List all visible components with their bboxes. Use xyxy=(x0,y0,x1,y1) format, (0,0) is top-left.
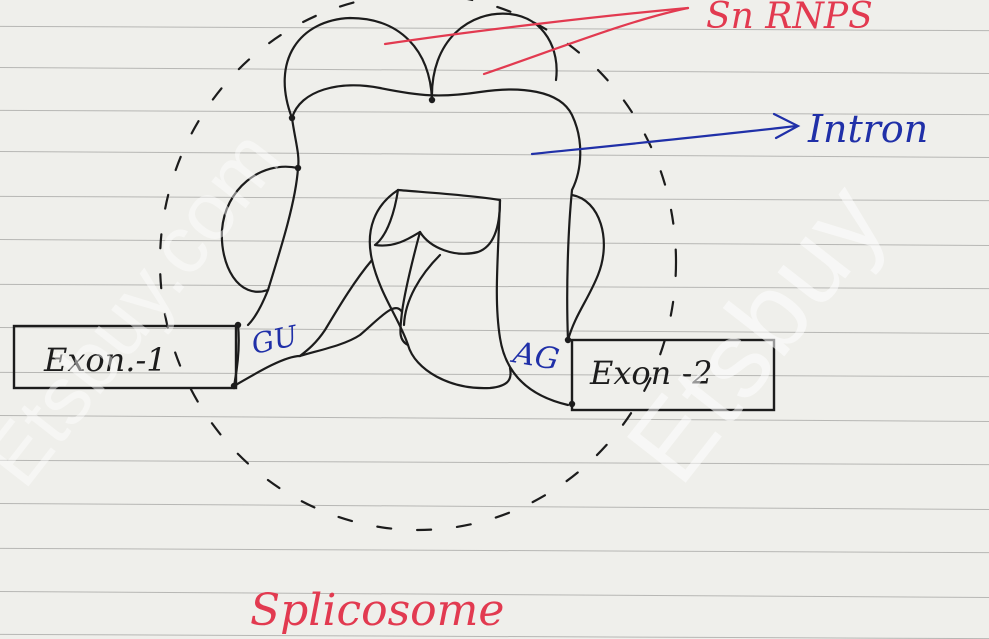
snrnp-inner-stroke-2 xyxy=(404,255,440,325)
intron-label: Intron xyxy=(807,107,928,151)
snrnp-lobe-right xyxy=(568,195,604,340)
diagram-title: Splicosome xyxy=(250,585,504,636)
spliceosome-boundary xyxy=(160,0,676,530)
intron-pointer xyxy=(532,126,796,154)
snrnp-left-arm xyxy=(300,260,372,356)
snrnp-central-left xyxy=(248,118,298,325)
snrnp-small-lobe xyxy=(375,190,500,254)
snrnp-left-arm-lower xyxy=(300,308,402,356)
snrnp-lobe-top-left xyxy=(285,18,432,118)
snrnp-central-body xyxy=(292,85,580,340)
snrnp-inner-stroke xyxy=(400,232,420,345)
ag-site-label: AG xyxy=(508,335,562,378)
snrnps-label: Sn RNPS xyxy=(706,0,873,37)
snrnp-lobe-top-right xyxy=(432,14,557,100)
snrnps-pointer-1 xyxy=(385,8,688,44)
exon-2-label: Exon -2 xyxy=(589,354,713,392)
gu-site-label: GU xyxy=(249,319,302,361)
exon-1-label: Exon.-1 xyxy=(43,341,167,379)
